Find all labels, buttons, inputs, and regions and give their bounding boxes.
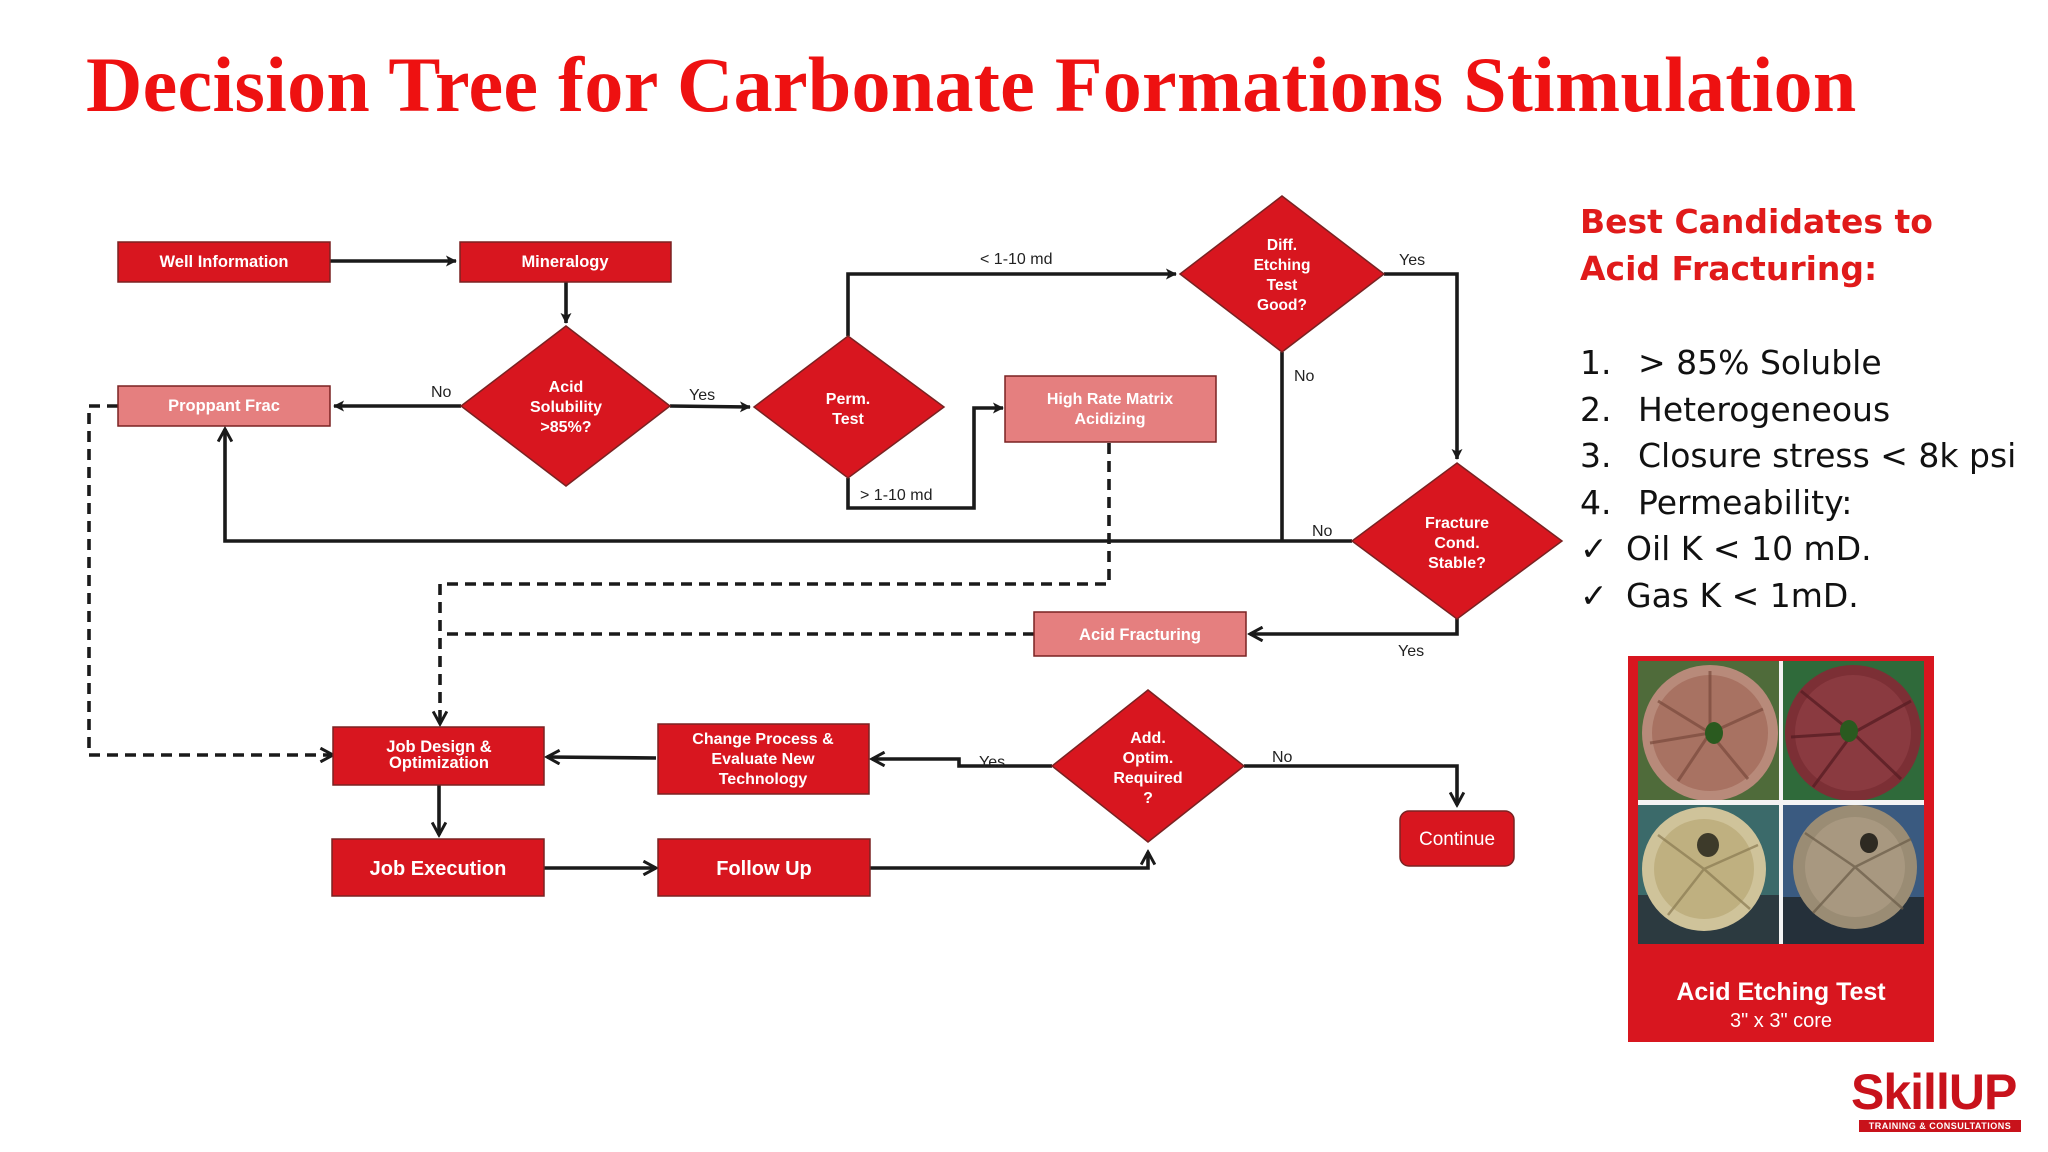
text-add-optim-2: Optim. bbox=[1123, 750, 1174, 767]
text-continue: Continue bbox=[1419, 829, 1495, 850]
text-diff-etching-4: Good? bbox=[1257, 297, 1307, 314]
label-etching-no: No bbox=[1294, 368, 1315, 385]
node-high-rate-matrix bbox=[1004, 375, 1217, 443]
text-change-process-1: Change Process & bbox=[692, 731, 834, 748]
label-optim-yes: Yes bbox=[979, 754, 1005, 771]
list-item: 1. > 85% Soluble bbox=[1580, 340, 2016, 387]
list-marker: 4. bbox=[1580, 482, 1612, 522]
text-acid-solubility-2: Solubility bbox=[530, 399, 602, 416]
label-perm-low: < 1-10 md bbox=[980, 251, 1052, 268]
logo-wordmark: SkillUP bbox=[1851, 1064, 2017, 1120]
label-etching-yes: Yes bbox=[1399, 252, 1425, 269]
page-title: Decision Tree for Carbonate Formations S… bbox=[86, 41, 1857, 128]
label-fracture-no: No bbox=[1312, 523, 1333, 540]
text-well-information: Well Information bbox=[160, 253, 289, 271]
text-change-process-2: Evaluate New bbox=[711, 751, 815, 768]
list-marker: 2. bbox=[1580, 389, 1612, 429]
candidates-list: 1. > 85% Soluble 2. Heterogeneous 3. Closur… bbox=[1580, 340, 2016, 619]
core-sample-image bbox=[1638, 661, 1779, 801]
text-high-rate-matrix-1: High Rate Matrix bbox=[1047, 391, 1173, 408]
checkmark-icon: ✓ bbox=[1580, 529, 1608, 568]
list-text: > 85% Soluble bbox=[1638, 343, 1882, 382]
decision-tree-flowchart: No Yes < 1-10 md > 1-10 md Yes No No Yes… bbox=[87, 195, 1564, 897]
node-perm-test bbox=[752, 335, 946, 479]
text-proppant-frac: Proppant Frac bbox=[168, 397, 280, 415]
text-job-design-1: Job Design & bbox=[386, 738, 492, 756]
label-solubility-no: No bbox=[431, 384, 452, 401]
text-perm-test-1: Perm. bbox=[826, 391, 870, 408]
text-mineralogy: Mineralogy bbox=[521, 253, 609, 271]
logo-tagline: TRAINING & CONSULTATIONS bbox=[1859, 1120, 2021, 1132]
label-optim-no: No bbox=[1272, 749, 1293, 766]
text-job-design-2: Optimization bbox=[389, 754, 489, 772]
list-item: 3. Closure stress < 8k psi bbox=[1580, 433, 2016, 480]
core-sample-image bbox=[1783, 661, 1924, 801]
candidates-heading-line-2: Acid Fracturing: bbox=[1580, 249, 1878, 288]
list-text: Permeability: bbox=[1638, 482, 1853, 522]
node-diff-etching bbox=[1178, 195, 1386, 353]
label-perm-high: > 1-10 md bbox=[860, 487, 932, 504]
candidates-heading: Best Candidates to Acid Fracturing: bbox=[1580, 198, 1933, 292]
node-mineralogy bbox=[459, 241, 672, 283]
text-perm-test-2: Test bbox=[832, 411, 864, 428]
core-photo-grid bbox=[1638, 661, 1924, 944]
text-add-optim-1: Add. bbox=[1130, 730, 1166, 747]
list-item: 4. Permeability: bbox=[1580, 480, 2016, 527]
list-item: 2. Heterogeneous bbox=[1580, 387, 2016, 434]
text-add-optim-3: Required bbox=[1113, 770, 1182, 787]
node-acid-solubility bbox=[459, 325, 672, 487]
node-continue bbox=[1399, 810, 1515, 867]
list-item: ✓ Oil K < 10 mD. bbox=[1580, 526, 2016, 573]
label-solubility-yes: Yes bbox=[689, 387, 715, 404]
list-text: Closure stress < 8k psi bbox=[1638, 436, 2017, 475]
text-fracture-cond-1: Fracture bbox=[1425, 515, 1489, 532]
node-follow-up bbox=[657, 838, 871, 897]
text-diff-etching-1: Diff. bbox=[1267, 237, 1297, 254]
list-text: Oil K < 10 mD. bbox=[1626, 529, 1872, 568]
list-item: ✓ Gas K < 1mD. bbox=[1580, 573, 2016, 620]
list-text: Gas K < 1mD. bbox=[1626, 575, 1859, 615]
connector-lines bbox=[225, 255, 1457, 868]
text-job-execution: Job Execution bbox=[370, 858, 507, 880]
text-acid-fracturing: Acid Fracturing bbox=[1079, 626, 1201, 644]
text-high-rate-matrix-2: Acidizing bbox=[1074, 411, 1145, 428]
node-fracture-cond bbox=[1350, 462, 1564, 620]
skillup-logo: SkillUP TRAINING & CONSULTATIONS bbox=[1851, 1066, 2031, 1138]
text-change-process-3: Technology bbox=[719, 771, 808, 788]
list-text: Heterogeneous bbox=[1638, 389, 1891, 429]
node-job-execution bbox=[331, 838, 545, 897]
text-acid-solubility-1: Acid bbox=[549, 379, 584, 396]
node-well-information bbox=[117, 241, 331, 283]
text-fracture-cond-2: Cond. bbox=[1434, 535, 1479, 552]
node-proppant-frac bbox=[117, 385, 331, 427]
card-subtitle: 3" x 3" core bbox=[1729, 1010, 1833, 1032]
dashed-connector-lines bbox=[87, 404, 1111, 755]
acid-etching-photo-card: Acid Etching Test 3" x 3" core bbox=[1628, 656, 1934, 1042]
text-acid-solubility-3: >85%? bbox=[540, 419, 591, 436]
core-sample-image bbox=[1783, 804, 1924, 945]
node-add-optim bbox=[1050, 689, 1246, 843]
list-marker: 3. bbox=[1580, 436, 1612, 475]
text-diff-etching-2: Etching bbox=[1254, 257, 1311, 274]
node-change-process bbox=[657, 723, 870, 795]
card-title: Acid Etching Test bbox=[1676, 978, 1886, 1006]
list-marker: 1. bbox=[1580, 343, 1612, 382]
candidates-heading-line-1: Best Candidates to bbox=[1580, 202, 1933, 241]
text-diff-etching-3: Test bbox=[1267, 277, 1298, 294]
core-sample-image bbox=[1638, 804, 1779, 945]
checkmark-icon: ✓ bbox=[1580, 575, 1608, 615]
node-job-design bbox=[332, 726, 545, 786]
node-acid-fracturing bbox=[1033, 611, 1247, 657]
text-add-optim-4: ? bbox=[1143, 790, 1153, 807]
label-fracture-yes: Yes bbox=[1398, 643, 1424, 660]
text-follow-up: Follow Up bbox=[716, 858, 812, 880]
text-fracture-cond-3: Stable? bbox=[1428, 555, 1486, 572]
